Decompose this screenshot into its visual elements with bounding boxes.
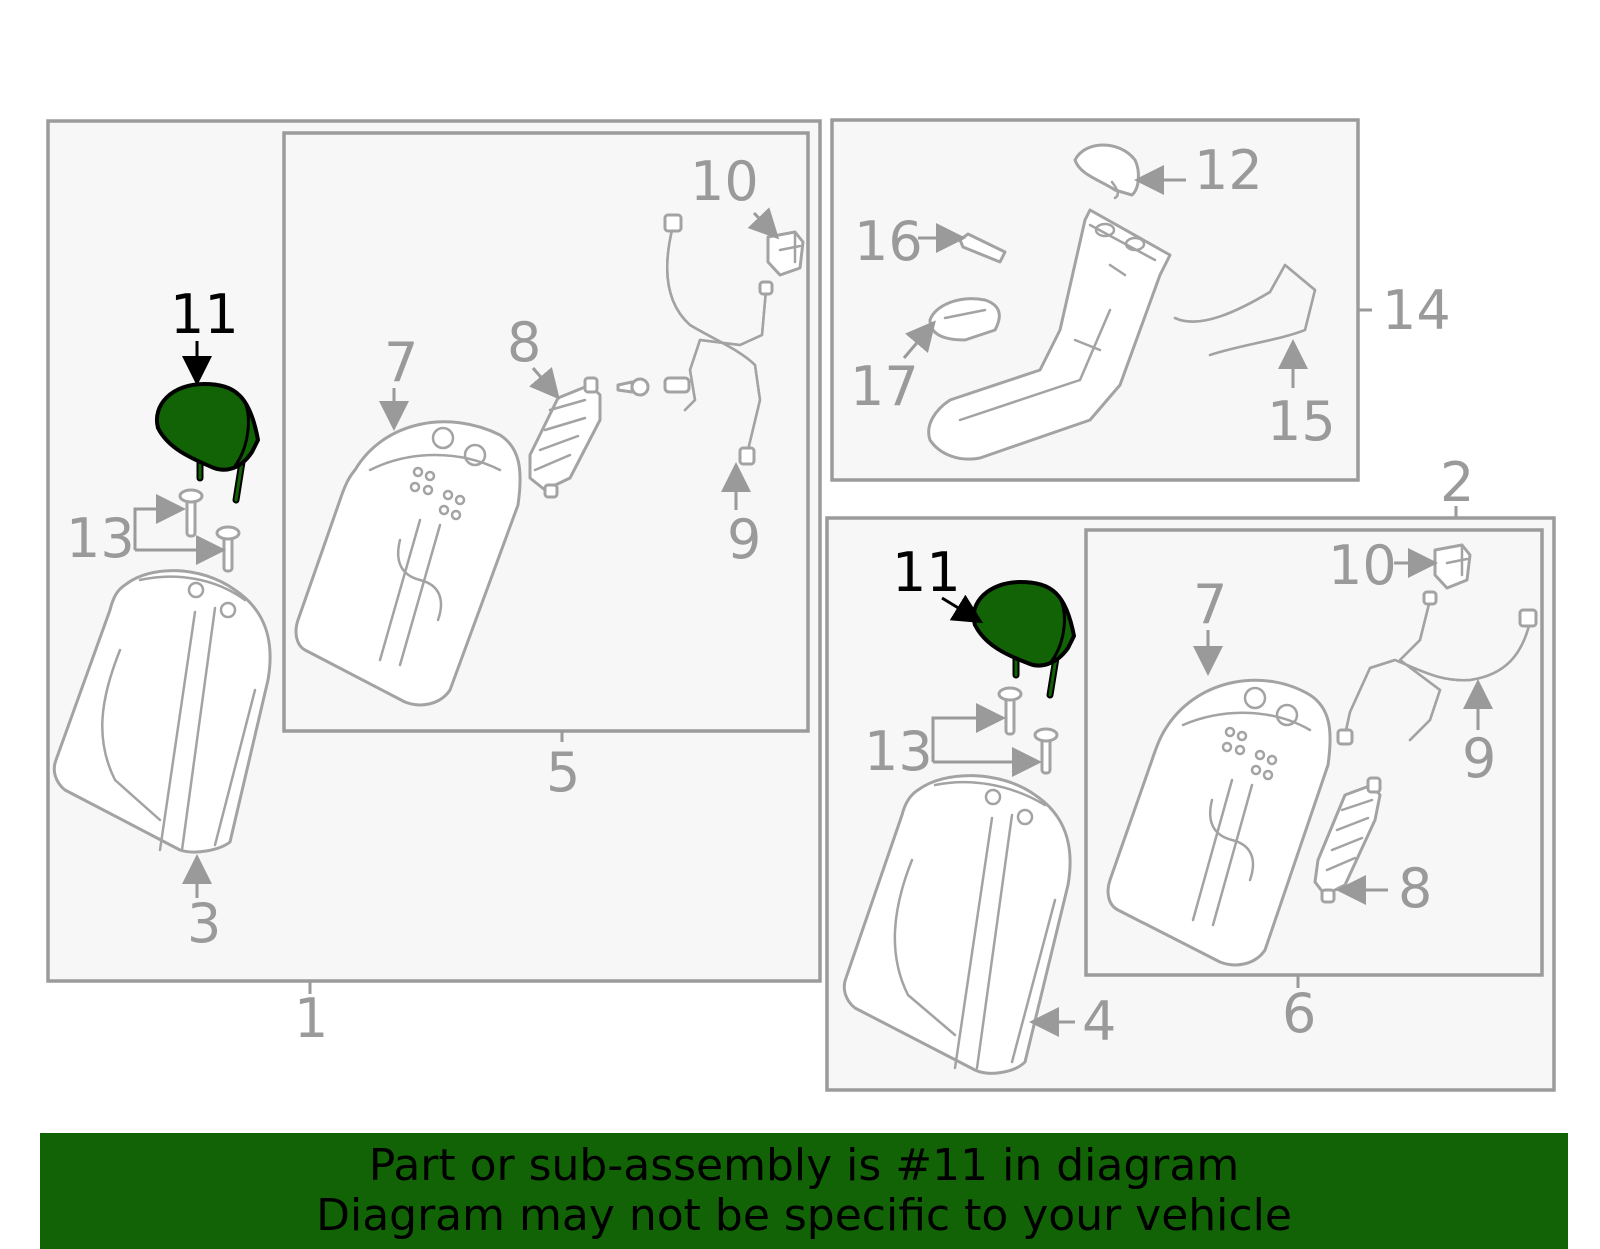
left-airbag-bolt — [616, 376, 691, 397]
left-pad-part — [294, 420, 522, 707]
right-pad-vents — [1221, 726, 1278, 781]
armrest-cable-part — [1173, 263, 1317, 357]
armrest-body-part — [927, 208, 1172, 461]
callout-right-frame: 6 — [1282, 982, 1316, 1045]
callout-left-pad: 7 — [384, 331, 418, 394]
callout-armrest-part-16: 16 — [854, 210, 923, 273]
left-headrest-part[interactable] — [154, 382, 260, 504]
left-pad-vents — [409, 466, 466, 521]
banner-line-2: Diagram may not be specific to your vehi… — [316, 1190, 1292, 1241]
callout-right-harness: 9 — [1462, 727, 1496, 790]
callout-left-back-cover: 3 — [187, 892, 221, 955]
callout-right-assembly: 2 — [1440, 451, 1474, 514]
callout-right-airbag: 8 — [1398, 857, 1432, 920]
leader-left-guides — [133, 494, 186, 550]
leader-armrest-part-17 — [902, 320, 936, 359]
callout-right-guides: 13 — [864, 720, 933, 783]
callout-armrest-assembly: 14 — [1382, 279, 1451, 342]
right-headrest-part[interactable] — [971, 580, 1076, 699]
left-back-cover-part — [52, 569, 272, 854]
right-airbag-part — [1313, 776, 1382, 904]
right-module-part — [1433, 543, 1472, 590]
leader-right-headrest — [941, 594, 984, 624]
leader-left-module — [747, 207, 780, 240]
right-headrest-guides — [997, 686, 1059, 775]
callout-right-headrest: 11 — [892, 541, 961, 604]
info-banner: Part or sub-assembly is #11 in diagram D… — [40, 1133, 1568, 1249]
right-pad-part — [1106, 678, 1332, 967]
callout-right-pad: 7 — [1193, 573, 1227, 636]
callout-left-airbag: 8 — [507, 311, 541, 374]
callout-right-back-cover: 4 — [1082, 990, 1116, 1053]
callout-armrest-part-17: 17 — [850, 355, 919, 418]
right-back-cover-part — [842, 774, 1072, 1075]
callout-left-guides: 13 — [66, 507, 135, 570]
callout-left-harness: 9 — [727, 508, 761, 571]
leader-right-guides — [931, 703, 1006, 762]
leader-left-airbag — [529, 367, 560, 400]
banner-line-1: Part or sub-assembly is #11 in diagram — [368, 1140, 1240, 1191]
callout-armrest-cable: 15 — [1267, 390, 1336, 453]
armrest-part-17 — [928, 297, 1001, 342]
callout-left-assembly: 1 — [294, 987, 328, 1050]
left-airbag-part — [528, 376, 602, 499]
left-harness-part — [663, 213, 774, 466]
callout-left-frame: 5 — [546, 741, 580, 804]
callout-left-module: 10 — [690, 150, 759, 213]
left-module-part — [766, 230, 805, 277]
callout-right-module: 10 — [1328, 534, 1397, 597]
callout-armrest-cover: 12 — [1194, 139, 1263, 202]
callout-left-headrest: 11 — [170, 283, 239, 346]
